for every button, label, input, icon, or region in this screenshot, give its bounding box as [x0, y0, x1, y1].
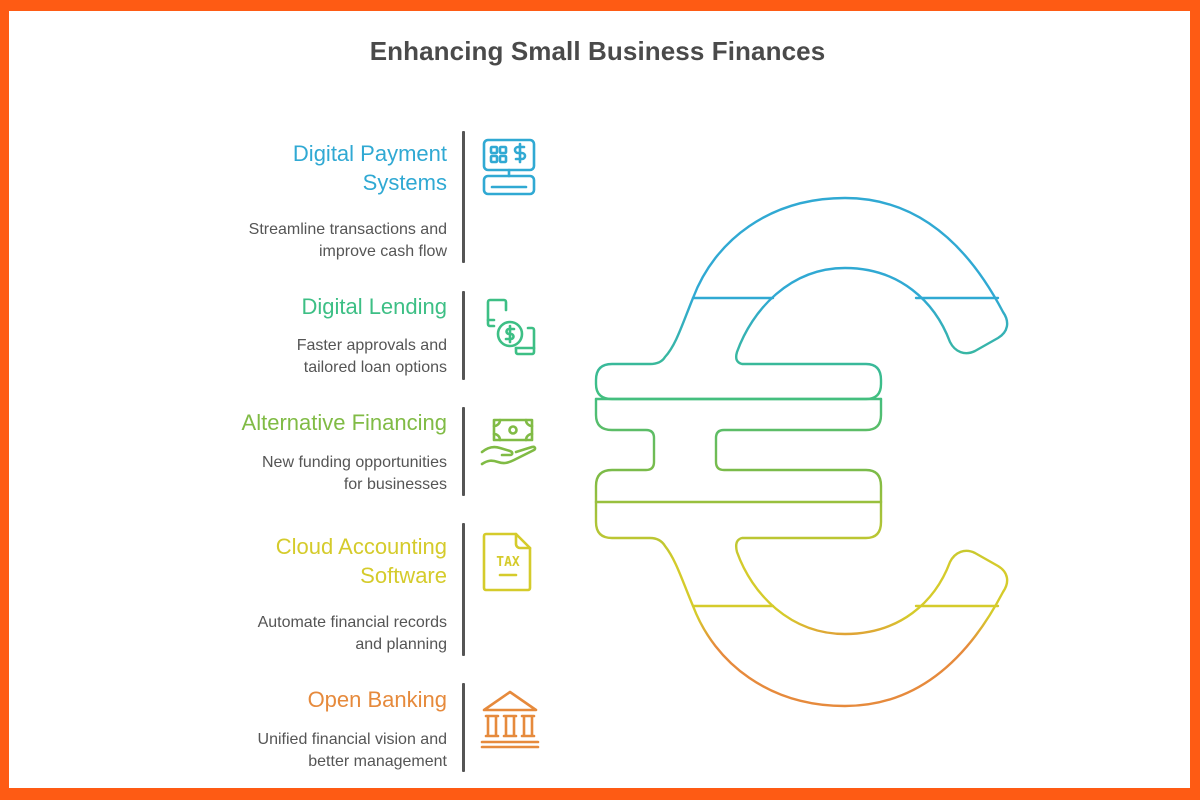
tax-document-icon: TAX: [478, 530, 542, 594]
item-description: Faster approvals and tailored loan optio…: [296, 337, 447, 376]
item-description: Unified financial vision and better mana…: [257, 731, 447, 770]
diagram-canvas: [9, 11, 1190, 788]
item-heading: Digital Lending: [301, 294, 447, 319]
mobile-money-transfer-icon: [478, 296, 542, 360]
svg-text:TAX: TAX: [496, 555, 520, 570]
item-divider: [462, 291, 465, 380]
item-heading: Open Banking: [307, 687, 447, 712]
item-heading: Alternative Financing: [241, 410, 447, 435]
item-divider: [462, 683, 465, 772]
item-heading: Digital Payment Systems: [292, 141, 447, 195]
item-divider: [462, 131, 465, 263]
bank-building-icon: [478, 688, 542, 752]
item-heading: Cloud Accounting Software: [275, 534, 447, 588]
hand-holding-cash-icon: [478, 412, 542, 476]
diagram-title: Enhancing Small Business Finances: [369, 36, 826, 66]
item-description: Streamline transactions and improve cash…: [248, 221, 447, 260]
item-description: Automate financial records and planning: [257, 614, 447, 653]
item-divider: [462, 407, 465, 496]
item-divider: [462, 523, 465, 656]
pos-terminal-icon: [478, 136, 542, 200]
item-description: New funding opportunities for businesses: [261, 454, 447, 493]
